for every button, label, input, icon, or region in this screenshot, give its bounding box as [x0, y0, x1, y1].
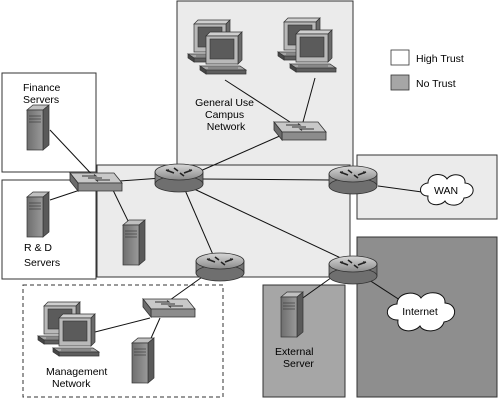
link-pc2-campus-switch [302, 77, 316, 123]
link-router-main-campus-switch [197, 134, 283, 173]
link-mgmt-switch-pc [94, 317, 151, 333]
internet-cloud-label: Internet [402, 306, 438, 318]
external-server-icon [280, 291, 304, 338]
external-zone [262, 284, 346, 398]
campus-switch-icon [273, 121, 327, 141]
finance-zone-label: Finance Servers [23, 82, 63, 106]
workstation-icon [199, 31, 247, 75]
core-router-icon [154, 163, 204, 193]
link-router-mgmt-mgmt-switch [169, 274, 206, 301]
access-switch-icon [69, 172, 123, 192]
external-zone-label: External Server [275, 346, 316, 370]
campus-zone-label: General Use Campus Network [195, 97, 257, 133]
management-switch-icon [142, 298, 196, 318]
link-pc1-campus-switch [224, 79, 291, 123]
link-core-server-switch [111, 187, 131, 226]
workstation-icon [52, 313, 100, 357]
workstation-icon [289, 29, 337, 73]
management-server-icon [131, 337, 155, 384]
link-router-ext-internet [365, 277, 404, 303]
management-router-icon [195, 252, 245, 282]
link-finance-server-switch [49, 129, 99, 182]
link-router-main-router-mgmt [184, 189, 215, 258]
legend-no-trust-swatch [390, 74, 410, 91]
wan-cloud-label: WAN [434, 185, 458, 197]
finance-server-icon [26, 104, 50, 151]
wan-router-icon [328, 165, 378, 195]
internet-cloud: Internet [386, 292, 456, 332]
network-links [49, 77, 423, 346]
core-server-icon [122, 219, 146, 266]
link-router-wan-cloud [377, 185, 423, 193]
legend-high-trust-label: High Trust [416, 53, 464, 65]
link-router-ext-ext-server [299, 274, 336, 301]
external-router-icon [328, 255, 378, 285]
link-router-main-router-ext [191, 187, 346, 261]
legend: High Trust No Trust [390, 49, 464, 91]
legend-high-trust-swatch [390, 49, 410, 66]
wan-cloud: WAN [420, 174, 474, 206]
management-zone-label: Management Network [46, 366, 110, 390]
link-router-main-router-wan [199, 178, 331, 181]
rnd-zone-label: R & D Servers [24, 242, 60, 269]
legend-no-trust-label: No Trust [416, 78, 456, 90]
rnd-server-icon [26, 191, 50, 238]
